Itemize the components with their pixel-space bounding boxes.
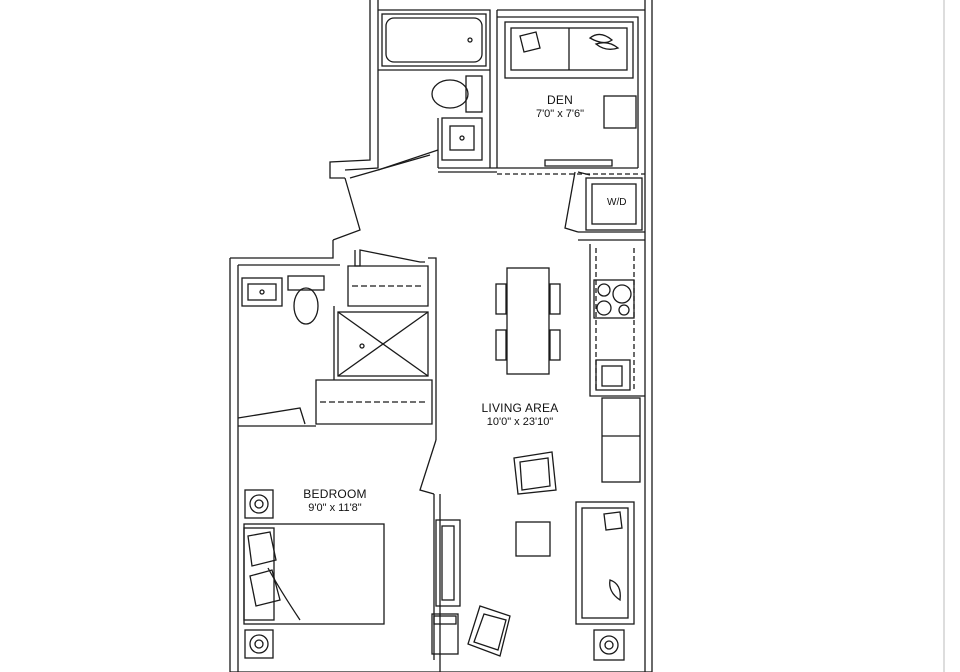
washer-dryer: [585, 177, 643, 231]
armchair: [513, 451, 557, 495]
shower: [337, 311, 429, 377]
vanity-top: [441, 117, 483, 161]
chair: [549, 329, 561, 361]
cooktop: [593, 279, 635, 319]
bedroom-name: BEDROOM: [303, 487, 367, 501]
bedroom-label: BEDROOM 9'0" x 11'8": [290, 487, 380, 514]
den-sofa: [504, 21, 634, 79]
kitchen-sink: [595, 359, 631, 391]
nightstand-top: [244, 489, 274, 519]
chair: [495, 283, 507, 315]
bedroom-dimensions: 9'0" x 11'8": [308, 501, 362, 514]
washer-dryer-label: W/D: [607, 197, 627, 208]
bathroom-top: [377, 9, 498, 173]
den-name: DEN: [547, 93, 573, 107]
living-sofa: [575, 501, 635, 625]
chair: [495, 329, 507, 361]
dining-table: [506, 267, 550, 375]
nightstand-bottom: [244, 629, 274, 659]
tv-unit: [435, 519, 461, 607]
coffee-table: [515, 521, 551, 557]
lounge-chair: [467, 605, 511, 657]
mechanical-box: [431, 613, 459, 655]
living-furniture: [431, 451, 635, 661]
living-area-name: LIVING AREA: [481, 401, 559, 415]
den-label: DEN 7'0" x 7'6": [520, 93, 600, 120]
bed: [243, 523, 385, 625]
lamp-table: [593, 629, 625, 661]
den-side-table: [603, 95, 637, 129]
vanity-lower: [241, 277, 283, 307]
dining: [495, 267, 561, 375]
living-area-dimensions: 10'0" x 23'10": [486, 415, 554, 428]
bathroom-lower: [237, 257, 437, 440]
laundry-closet: [578, 177, 645, 241]
fridge: [601, 397, 641, 483]
den: [497, 9, 645, 175]
bedroom: [243, 439, 441, 672]
chair: [549, 283, 561, 315]
kitchen: [589, 244, 645, 483]
bathtub: [381, 13, 487, 67]
living-area-label: LIVING AREA 10'0" x 23'10": [470, 401, 570, 428]
toilet-top: [465, 75, 483, 113]
den-dimensions: 7'0" x 7'6": [535, 107, 585, 120]
entry: [332, 154, 591, 267]
toilet-lower: [287, 275, 325, 291]
outer-walls: [229, 0, 653, 672]
